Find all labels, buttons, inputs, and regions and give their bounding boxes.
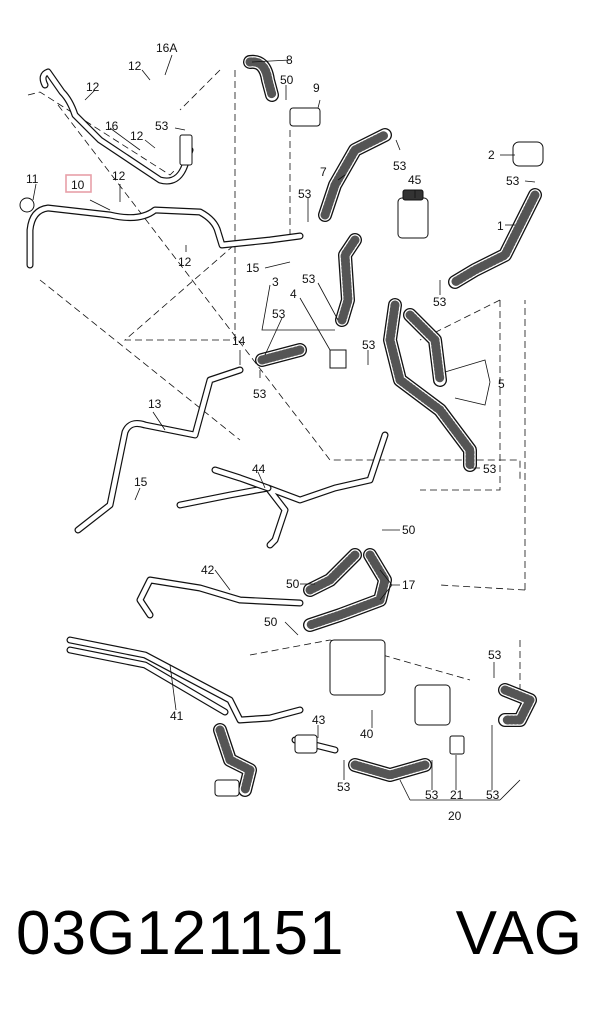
tee-43 xyxy=(294,734,318,754)
callout-50: 50 xyxy=(286,577,300,591)
callout-53: 53 xyxy=(506,174,520,188)
callout-53: 53 xyxy=(433,295,447,309)
callout-53: 53 xyxy=(253,387,267,401)
clip-11 xyxy=(19,197,35,213)
callout-15: 15 xyxy=(134,475,148,489)
callout-8: 8 xyxy=(286,53,293,67)
coupling-16 xyxy=(179,134,193,166)
callout-20: 20 xyxy=(448,809,462,823)
coolant-hose-exploded-diagram: 16A 12 12 16 12 53 8 50 9 11 10 12 12 15… xyxy=(19,41,544,823)
callout-53: 53 xyxy=(425,788,439,802)
callout-12: 12 xyxy=(130,129,144,143)
valve-45-cap xyxy=(402,189,424,201)
callout-50: 50 xyxy=(402,523,416,537)
callout-53: 53 xyxy=(298,187,312,201)
leader-lines xyxy=(32,54,536,801)
callout-12: 12 xyxy=(178,255,192,269)
pump-20 xyxy=(414,684,451,726)
brand-name: VAG xyxy=(455,899,582,968)
callout-21: 21 xyxy=(450,788,464,802)
caption-bar: 03G121151 VAG xyxy=(0,890,600,1000)
callout-15: 15 xyxy=(246,261,260,275)
part-number: 03G121151 xyxy=(16,899,345,968)
callout-42: 42 xyxy=(201,563,215,577)
callout-17: 17 xyxy=(402,578,416,592)
callout-4: 4 xyxy=(290,287,297,301)
connector-2 xyxy=(512,141,544,167)
callout-labels: 16A 12 12 16 12 53 8 50 9 11 10 12 12 15… xyxy=(26,41,520,823)
callout-1: 1 xyxy=(497,219,504,233)
callout-53: 53 xyxy=(486,788,500,802)
callout-53: 53 xyxy=(393,159,407,173)
callout-44: 44 xyxy=(252,462,266,476)
callout-43: 43 xyxy=(312,713,326,727)
callout-13: 13 xyxy=(148,397,162,411)
callout-16a: 16A xyxy=(156,41,177,55)
callout-2: 2 xyxy=(488,148,495,162)
valve-45-body xyxy=(397,197,429,239)
valve-9-body xyxy=(289,107,321,127)
callout-53: 53 xyxy=(488,648,502,662)
callout-5: 5 xyxy=(498,377,505,391)
callout-10: 10 xyxy=(71,178,85,192)
callout-53: 53 xyxy=(337,780,351,794)
callout-3: 3 xyxy=(272,275,279,289)
callout-41: 41 xyxy=(170,709,184,723)
callout-11: 11 xyxy=(26,172,39,186)
callout-12: 12 xyxy=(112,169,126,183)
callout-12: 12 xyxy=(128,59,142,73)
rubber-hoses xyxy=(213,54,542,797)
cooler-40 xyxy=(329,639,386,696)
callout-7: 7 xyxy=(320,165,327,179)
callout-53: 53 xyxy=(362,338,376,352)
connector-21 xyxy=(449,735,465,755)
highlight-box-10 xyxy=(65,174,92,193)
callout-53: 53 xyxy=(155,119,169,133)
callout-12: 12 xyxy=(86,80,100,94)
callout-50: 50 xyxy=(280,73,294,87)
callout-45: 45 xyxy=(408,173,422,187)
components xyxy=(19,107,544,797)
callout-50: 50 xyxy=(264,615,278,629)
callout-53: 53 xyxy=(272,307,286,321)
callout-53: 53 xyxy=(302,272,316,286)
callout-40: 40 xyxy=(360,727,374,741)
metal-pipes xyxy=(26,68,389,754)
callout-14: 14 xyxy=(232,334,246,348)
assembly-dashed-lines xyxy=(27,69,526,700)
callout-9: 9 xyxy=(313,81,320,95)
callout-53: 53 xyxy=(483,462,497,476)
callout-16: 16 xyxy=(105,119,119,133)
tee-piece-4 xyxy=(329,349,347,369)
flange-41 xyxy=(214,779,240,797)
